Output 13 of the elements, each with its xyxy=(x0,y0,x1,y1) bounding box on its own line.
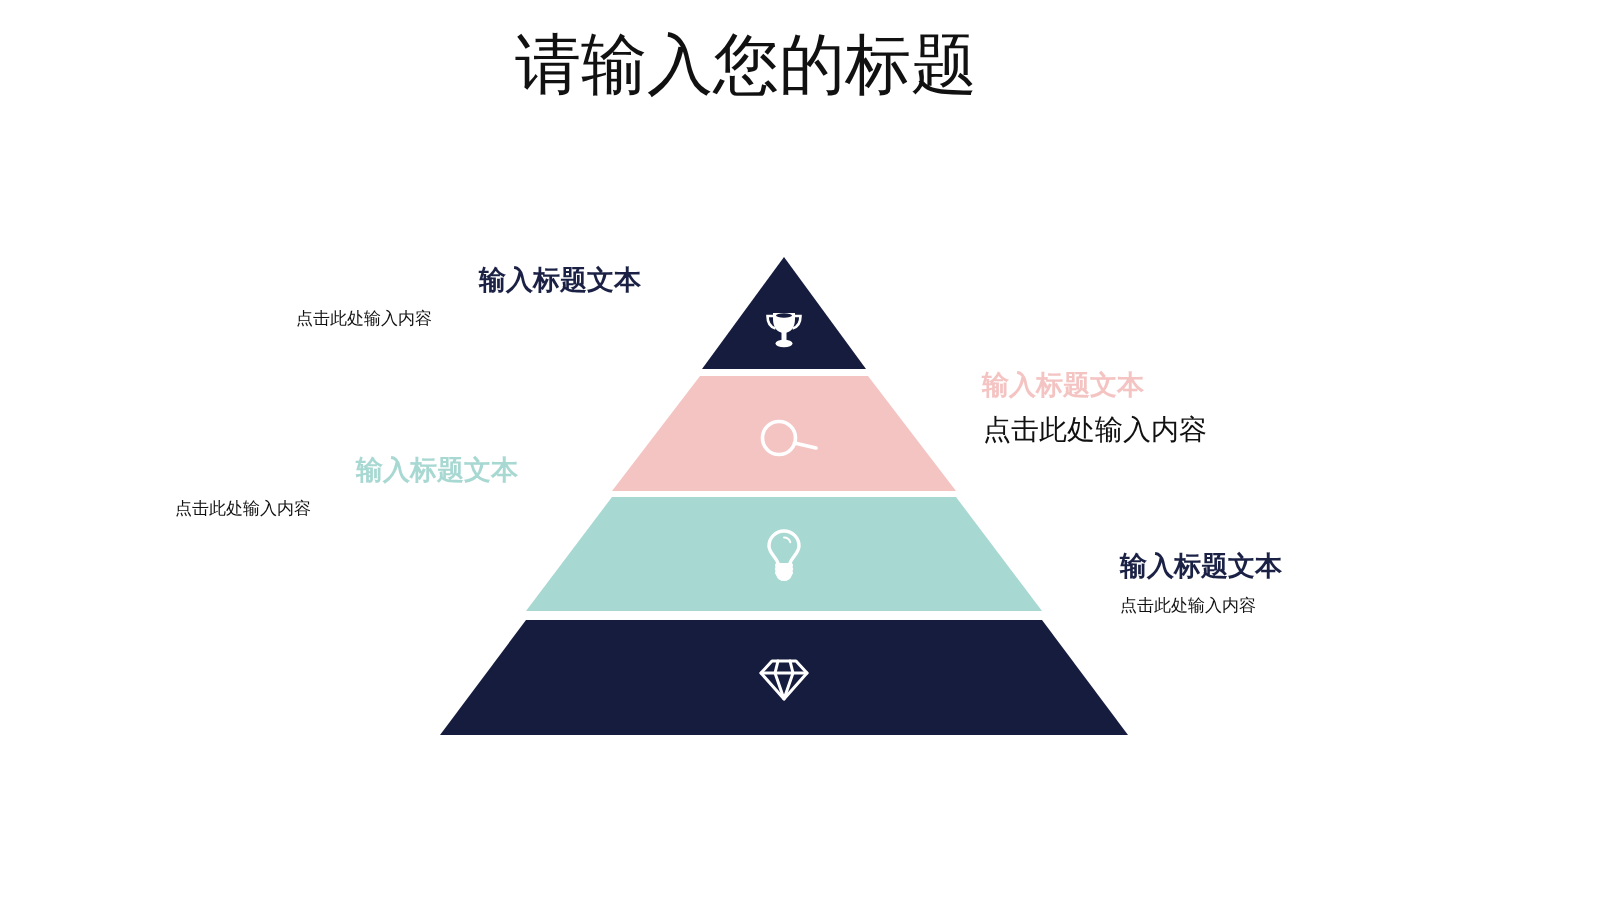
pyramid-level xyxy=(440,620,1128,735)
level-description: 点击此处输入内容 xyxy=(1120,596,1256,616)
level-heading: 输入标题文本 xyxy=(1120,550,1282,582)
pyramid-level xyxy=(526,497,1042,611)
level-heading: 输入标题文本 xyxy=(356,454,518,486)
pyramid-level xyxy=(612,376,956,491)
slide-title: 请输入您的标题 xyxy=(515,27,977,103)
level-heading: 输入标题文本 xyxy=(479,264,641,296)
level-description: 点击此处输入内容 xyxy=(296,309,432,329)
level-description: 点击此处输入内容 xyxy=(983,414,1207,447)
level-heading: 输入标题文本 xyxy=(982,369,1144,401)
level-description: 点击此处输入内容 xyxy=(175,499,311,519)
pyramid-top-triangle xyxy=(702,257,866,369)
